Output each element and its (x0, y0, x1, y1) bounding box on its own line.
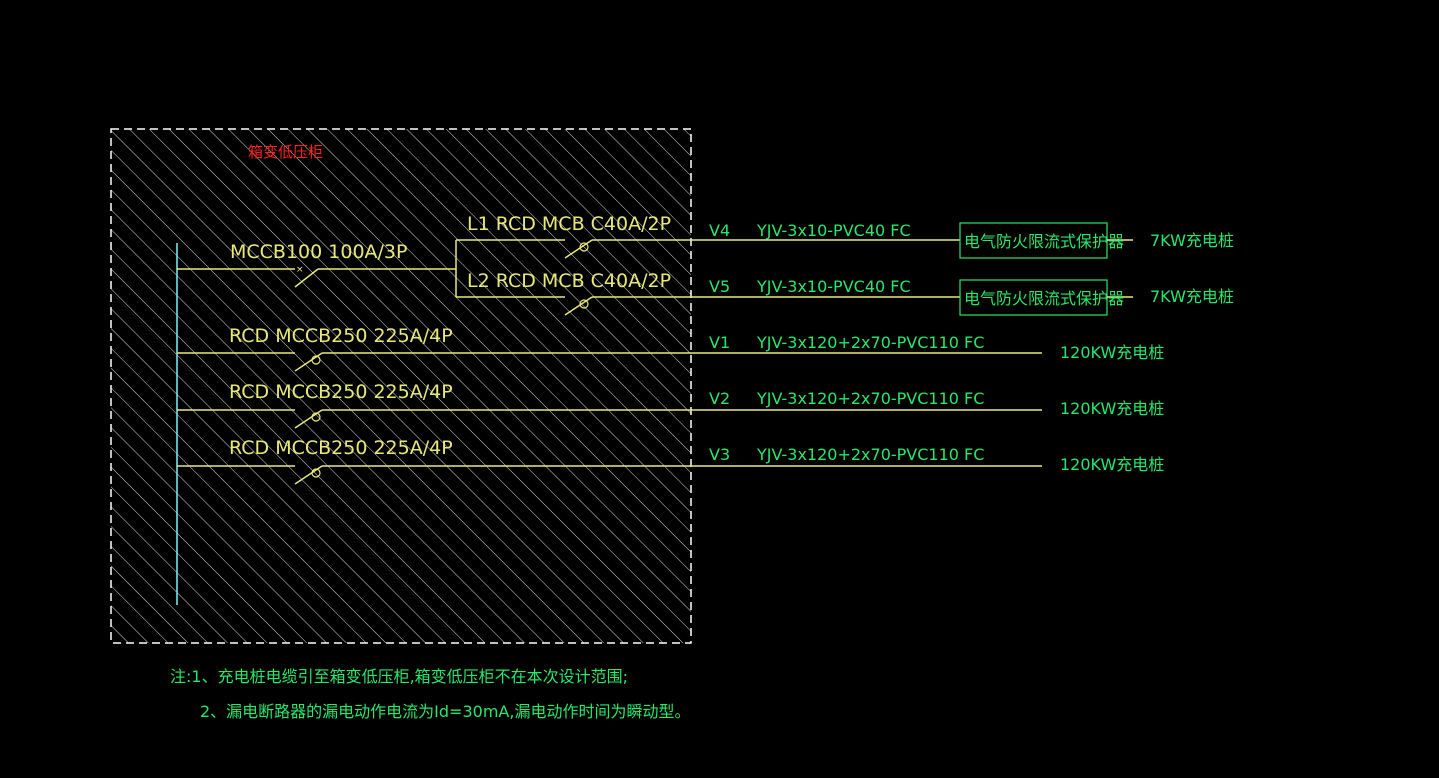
load-label-v4: 7KW充电桩 (1150, 231, 1234, 250)
feeder-v3 (177, 465, 1042, 485)
cable-spec-v1: YJV-3x120+2x70-PVC110 FC (756, 333, 984, 352)
main-breaker-label: MCCB100 100A/3P (230, 241, 407, 263)
load-label-v5: 7KW充电桩 (1150, 287, 1234, 306)
note-line-2: 2、漏电断路器的漏电动作电流为Id=30mA,漏电动作时间为瞬动型。 (200, 702, 690, 721)
svg-text:×: × (296, 265, 304, 275)
cable-spec-v3: YJV-3x120+2x70-PVC110 FC (756, 445, 984, 464)
circuit-id-v4: V4 (709, 221, 730, 240)
feeder-v2 (177, 409, 1042, 429)
cabinet-title: 箱变低压柜 (248, 143, 323, 161)
breaker-label-v1: RCD MCCB250 225A/4P (229, 325, 453, 347)
note-line-1: 注:1、充电桩电缆引至箱变低压柜,箱变低压柜不在本次设计范围; (170, 667, 628, 686)
load-label-v2: 120KW充电桩 (1060, 399, 1164, 418)
breaker-label-v2: RCD MCCB250 225A/4P (229, 381, 453, 403)
breaker-label-l2: L2 RCD MCB C40A/2P (467, 270, 671, 292)
circuit-id-v3: V3 (709, 445, 730, 464)
breaker-label-v3: RCD MCCB250 225A/4P (229, 437, 453, 459)
feeder-v1 (177, 352, 1042, 372)
breaker-label-l1: L1 RCD MCB C40A/2P (467, 213, 671, 235)
branch-l1 (456, 222, 1133, 259)
branch-l2 (456, 279, 1133, 316)
circuit-id-v2: V2 (709, 389, 730, 408)
cable-spec-v5: YJV-3x10-PVC40 FC (756, 277, 911, 296)
protector-label-v5: 电气防火限流式保护器 (964, 289, 1124, 308)
cable-spec-v2: YJV-3x120+2x70-PVC110 FC (756, 389, 984, 408)
circuit-id-v1: V1 (709, 333, 730, 352)
cabinet-region (110, 128, 692, 644)
circuit-id-v5: V5 (709, 277, 730, 296)
load-label-v1: 120KW充电桩 (1060, 343, 1164, 362)
main-breaker: × (177, 240, 457, 297)
protector-label-v4: 电气防火限流式保护器 (964, 232, 1124, 251)
load-label-v3: 120KW充电桩 (1060, 455, 1164, 474)
cable-spec-v4: YJV-3x10-PVC40 FC (756, 221, 911, 240)
